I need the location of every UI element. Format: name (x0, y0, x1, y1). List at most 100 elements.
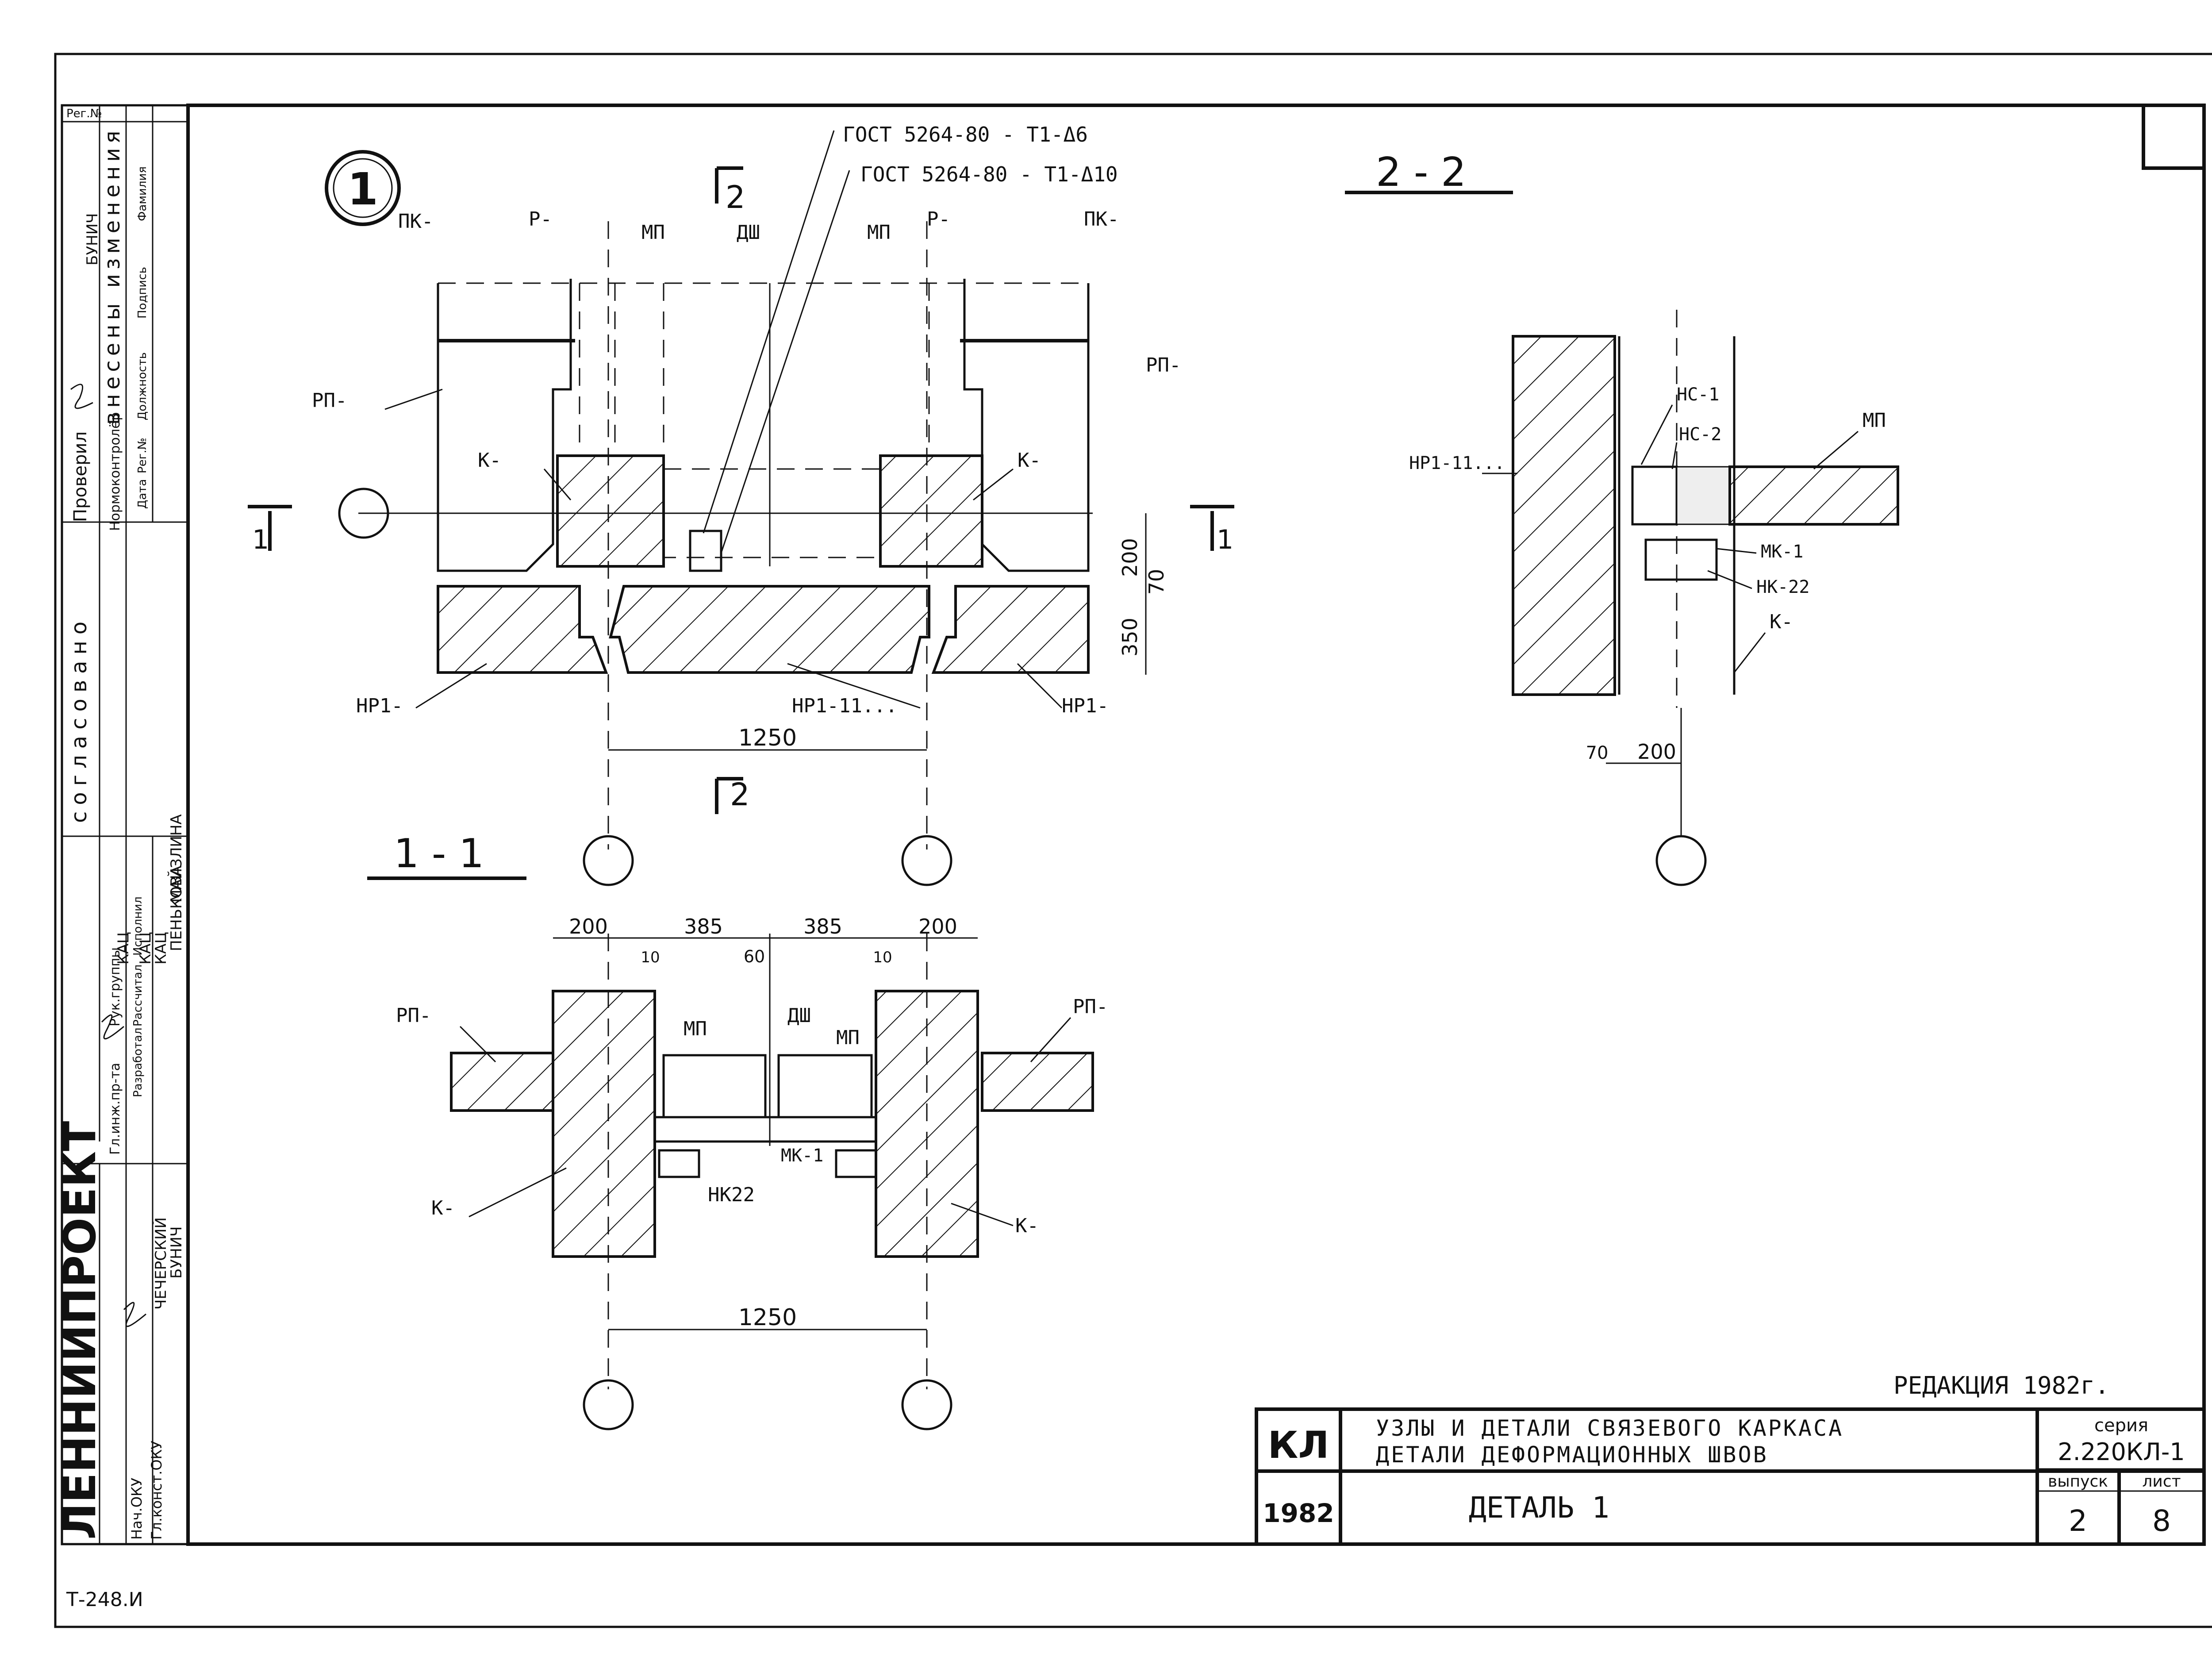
changes-col-name: Фамилия (136, 166, 149, 221)
beam-left (437, 585, 608, 674)
name-kats-1: КАЦ (115, 932, 132, 965)
role-chief-engineer: Гл.инж.пр-та (108, 1063, 123, 1155)
issue-label: выпуск (2048, 1472, 2108, 1491)
outer-border (54, 53, 2212, 1628)
issue-value: 2 (2069, 1504, 2087, 1538)
reg-label: Рег.№ (66, 107, 102, 120)
axis-marker (901, 835, 952, 886)
role-calculated: Рассчитал (131, 965, 145, 1026)
label-nr-right: НР1- (1062, 695, 1109, 717)
dim-axis-1250: 1250 (738, 725, 797, 751)
floor-slab-right (981, 1052, 1094, 1112)
label-rp-left: РП- (396, 1004, 431, 1027)
label-dsh: ДШ (737, 221, 760, 244)
label-mp-left: МП (684, 1018, 707, 1040)
title-line-1: УЗЛЫ И ДЕТАЛИ СВЯЗЕВОГО КАРКАСА (1376, 1415, 1843, 1441)
label-ns2: НС-2 (1679, 424, 1721, 445)
axis-marker (338, 488, 389, 539)
signature-mark (70, 384, 93, 409)
dim-350: 350 (1118, 618, 1142, 657)
org-code: КЛ (1268, 1423, 1329, 1467)
title-block: РЕДАКЦИЯ 1982г. КЛ 1982 УЗЛЫ И ДЕТАЛИ СВ… (1255, 1372, 2206, 1546)
section-2-2: 2 - 2 70 200 НР1-11... НС-1 НС-2 МП МК-1… (1345, 149, 1899, 886)
role-group-head: Рук.группы (108, 947, 123, 1026)
signature-mark (123, 1302, 146, 1327)
plate-mp-left (662, 1054, 767, 1119)
floor-slab-left (450, 1052, 554, 1112)
name-kats-3: КАЦ (152, 932, 170, 965)
connection-plate (653, 1116, 877, 1143)
detail-marker: 1 (325, 150, 401, 226)
label-ns1: НС-1 (1677, 384, 1719, 405)
series-value: 2.220КЛ-1 (2058, 1438, 2185, 1466)
dim-10-left: 10 (641, 949, 660, 966)
section-2-mark-top: 2 (726, 179, 745, 215)
name-chechersky: ЧЕЧЕРСКИЙ (152, 1217, 170, 1310)
beam-center (609, 585, 930, 674)
dim-70: 70 (1586, 743, 1609, 763)
section-1-mark-right: 1 (1217, 524, 1233, 555)
weld-callout-2: ГОСТ 5264-80 - Т1-Δ10 (860, 162, 1118, 186)
floor-slab-mp (1728, 465, 1899, 526)
weld-callout-1: ГОСТ 5264-80 - Т1-Δ6 (843, 123, 1088, 146)
corner-tab (2142, 105, 2204, 170)
sheet-label: лист (2142, 1472, 2181, 1491)
axis-marker (583, 1379, 634, 1430)
label-k-right: К- (1015, 1215, 1039, 1237)
plate-mp-right (777, 1054, 873, 1119)
label-rp-right: РП- (1146, 354, 1181, 377)
label-mk1: МК-1 (1761, 542, 1803, 562)
changes-col-date: Дата (136, 479, 149, 509)
label-r-left: Р- (529, 208, 552, 231)
role-chief-designer: Гл.конст.ОКУ (148, 1441, 165, 1540)
checked-label: Проверил (70, 431, 91, 522)
dim-10-right: 10 (873, 949, 892, 966)
column-right (879, 454, 983, 568)
axis-marker (901, 1379, 952, 1430)
label-pk-right: ПК- (1084, 208, 1119, 231)
label-mk1: МК-1 (781, 1145, 823, 1166)
role-dept-head: Нач.ОКУ (128, 1478, 145, 1540)
section-1-1-title: 1 - 1 (394, 830, 484, 877)
label-dsh: ДШ (787, 1004, 811, 1027)
norm-control-label: Нормоконтролёр (108, 412, 123, 531)
section-1-1: 1 - 1 1250 200 385 385 200 10 60 10 РП- … (367, 830, 1108, 1430)
dim-200-right: 200 (918, 915, 957, 938)
sheet-value: 8 (2152, 1504, 2171, 1538)
changes-col-sign: Подпись (136, 267, 149, 319)
dim-385-left: 385 (684, 915, 723, 938)
dim-axis-1250: 1250 (738, 1304, 797, 1331)
dim-200: 200 (1118, 538, 1142, 577)
left-stamp: Рег.№ Проверил БУНИЧ Нормоконтролёр внес… (54, 104, 189, 1545)
edition: РЕДАКЦИЯ 1982г. (1893, 1372, 2109, 1399)
label-mp-right: МП (867, 221, 891, 244)
dim-385-right: 385 (803, 915, 842, 938)
institute-name: ЛЕННИИПРОЕКТ (54, 1121, 106, 1540)
changes-col-reg: Рег.№ (136, 438, 149, 473)
changes-col-post: Должность (136, 352, 149, 420)
label-r-right: Р- (927, 208, 950, 231)
dim-200-left: 200 (569, 915, 608, 938)
name-maizlina: МАЙЗЛИНА (167, 814, 185, 903)
agreed-label: согласовано (67, 615, 92, 823)
label-k-left: К- (431, 1197, 455, 1219)
dim-200: 200 (1637, 740, 1676, 764)
drawing-frame (186, 104, 2206, 1546)
dim-70: 70 (1144, 569, 1168, 595)
title-line-2: ДЕТАЛИ ДЕФОРМАЦИОННЫХ ШВОВ (1376, 1442, 1768, 1468)
label-mp-left: МП (641, 221, 665, 244)
label-pk-left: ПК- (398, 210, 433, 233)
year: 1982 (1263, 1498, 1334, 1528)
name-bunich: БУНИЧ (168, 1226, 185, 1279)
label-k-right: К- (1018, 449, 1041, 472)
label-k-left: К- (478, 449, 501, 472)
label-nk22: НК-22 (1756, 577, 1809, 597)
label-nr11: НР1-11... (792, 695, 897, 717)
section-2-mark-bottom: 2 (730, 776, 750, 813)
section-2-2-title: 2 - 2 (1376, 149, 1466, 196)
name-kats-2: КАЦ (137, 932, 154, 965)
label-nr11: НР1-11... (1409, 453, 1505, 473)
footer-code: Т-248.И (66, 1588, 143, 1611)
axis-marker (1655, 835, 1707, 886)
